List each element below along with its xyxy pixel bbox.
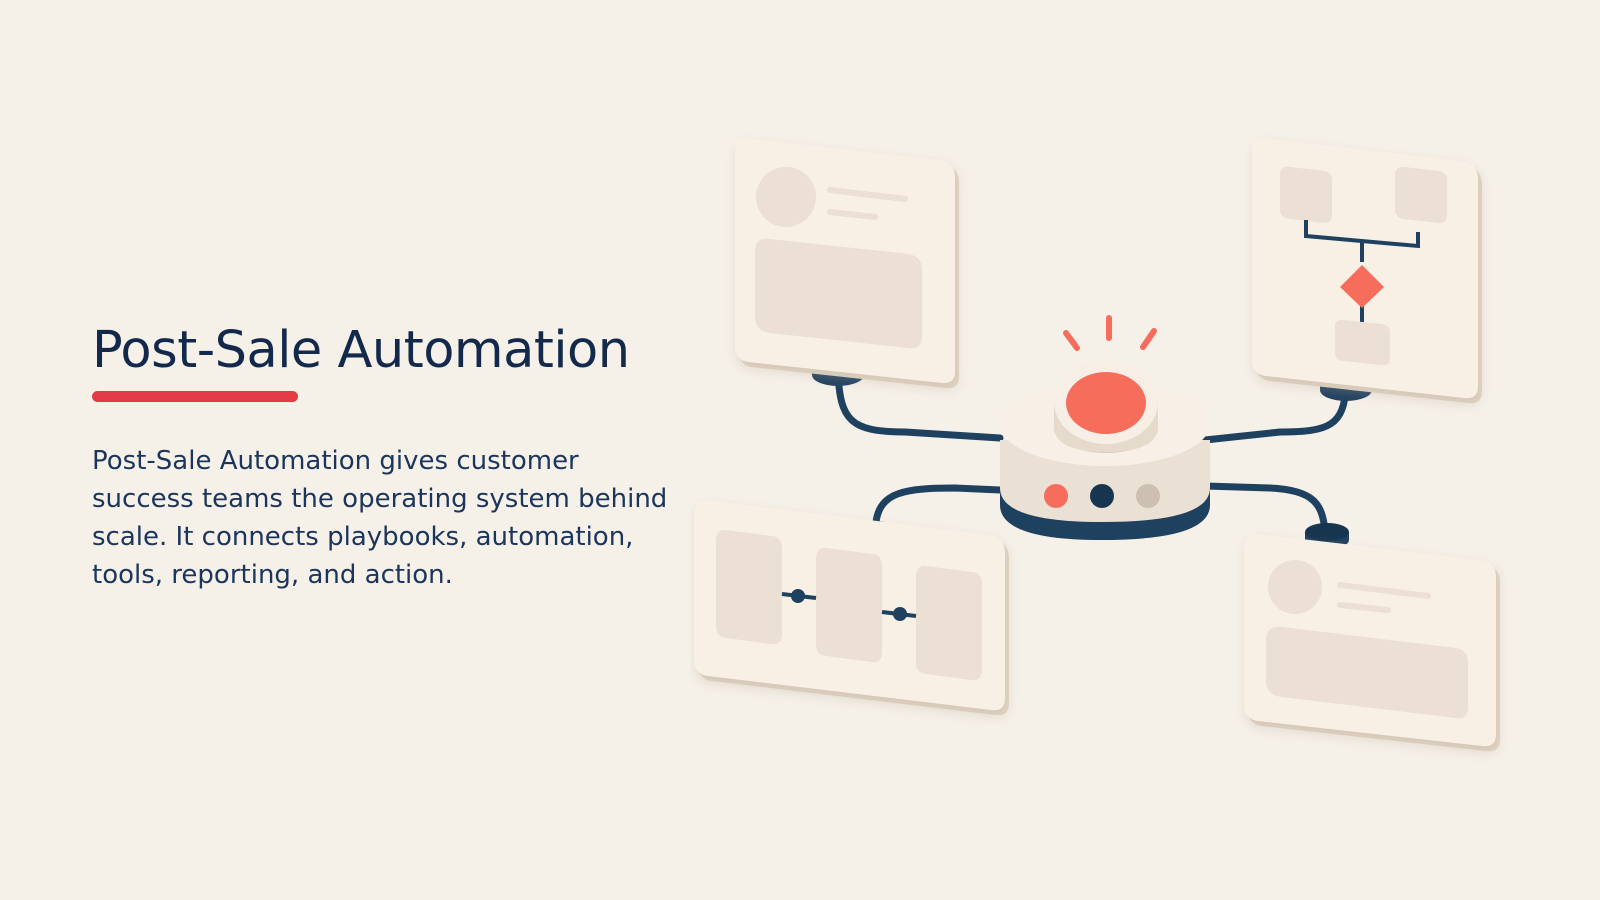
profile-card-icon [735, 137, 959, 389]
cable-top-left [834, 368, 1004, 442]
profile-card-icon-2 [1244, 533, 1500, 752]
cable-bottom-right [1201, 482, 1329, 534]
status-lights [1044, 484, 1160, 508]
automation-hub-illustration [694, 137, 1500, 752]
page-title: Post-Sale Automation [92, 321, 630, 380]
text-block: Post-Sale Automation Post-Sale Automatio… [92, 320, 672, 594]
process-columns-icon [694, 499, 1009, 716]
alarm-button-icon [1000, 315, 1210, 540]
red-button [1054, 360, 1158, 453]
flowchart-icon [1252, 137, 1482, 404]
body-paragraph: Post-Sale Automation gives customer succ… [92, 446, 668, 591]
alert-rays [1063, 315, 1157, 351]
cable-bottom-left [872, 484, 1004, 526]
title-underline [92, 391, 298, 403]
